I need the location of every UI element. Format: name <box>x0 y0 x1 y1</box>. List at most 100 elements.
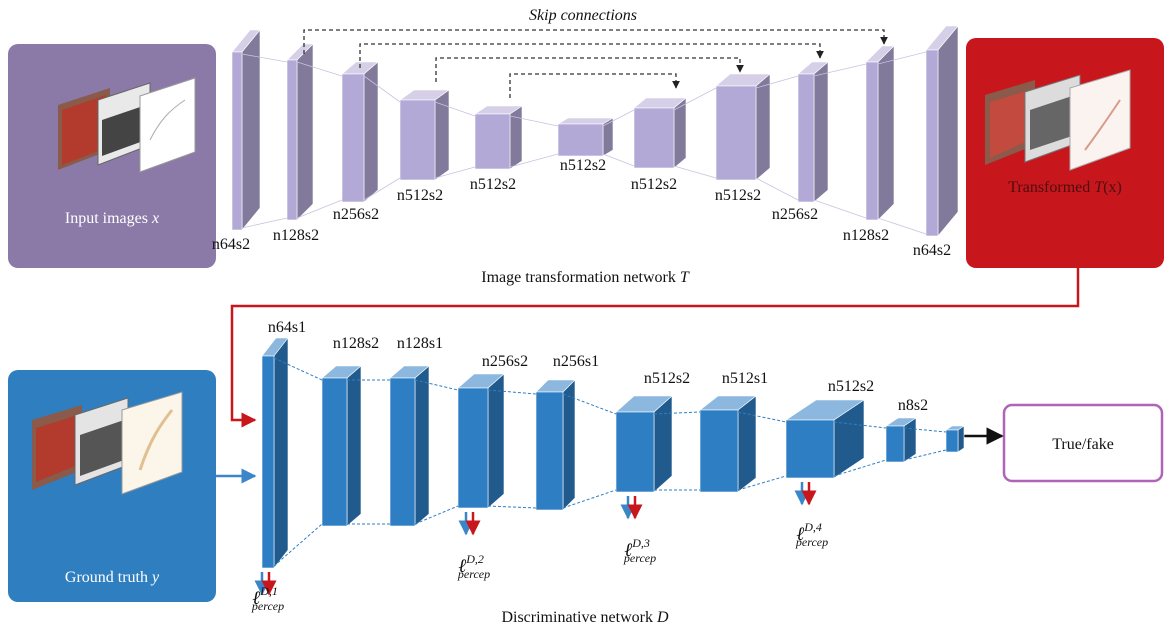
discriminator-edge-bottom-9 <box>903 449 947 461</box>
generator-edge-top-4 <box>434 101 476 117</box>
generator-layer-label-5: n512s2 <box>470 176 516 193</box>
generator-network: n64s2 n128s2 n256s2 n512s2 n512s2 n512s2 n512s… <box>212 25 959 259</box>
skip-connections-title: Skip connections <box>529 7 637 24</box>
generator-layer-7 <box>633 97 687 169</box>
discriminator-edge-top-6 <box>653 411 701 415</box>
generator-edge-bottom-5 <box>509 153 559 168</box>
input-images-label: Input images x <box>65 210 159 227</box>
generator-edge-top-3 <box>363 75 401 103</box>
output-box-border <box>1002 403 1164 483</box>
transformed-label: Transformed T(x) <box>1008 179 1122 196</box>
discriminator-layer-label-5: n256s1 <box>553 353 599 370</box>
discriminator-layer-6 <box>615 395 673 493</box>
input-image-thumbnails <box>58 77 196 173</box>
input-images-box: Input images x <box>8 44 216 268</box>
generator-layer-5 <box>474 105 523 170</box>
discriminator-edge-top-9 <box>903 427 947 433</box>
discriminator-layer-label-1: n64s1 <box>268 319 306 336</box>
generator-layer-label-9: n256s2 <box>772 206 818 223</box>
discriminator-layer-3 <box>389 365 430 527</box>
skip-connection-1 <box>303 29 888 54</box>
output-label: True/fake <box>1052 436 1114 453</box>
generator-edge-bottom-2 <box>296 199 343 219</box>
generator-layer-10 <box>865 45 895 221</box>
generator-edge-bottom-6 <box>602 153 635 167</box>
discriminator-layer-label-6: n512s2 <box>644 370 690 387</box>
generator-edge-top-6 <box>602 109 635 127</box>
discriminator-layer-7 <box>699 395 757 493</box>
generator-layer-1 <box>231 29 261 231</box>
transformed-image-thumbnails <box>985 69 1131 171</box>
generator-edge-bottom-9 <box>813 199 867 219</box>
discriminator-edge-top-8 <box>833 421 887 429</box>
generator-caption: Image transformation network T <box>481 269 690 286</box>
generator-edge-top-2 <box>296 61 343 77</box>
ground-truth-label: Ground truth y <box>65 569 160 586</box>
output-box: True/fake <box>1002 403 1164 483</box>
discriminator-edge-bottom-7 <box>737 475 787 491</box>
generator-edge-top-1 <box>241 53 288 63</box>
discriminator-layer-5 <box>535 379 576 511</box>
discriminator-layer-label-3: n128s1 <box>397 335 443 352</box>
generator-edge-bottom-8 <box>755 177 799 201</box>
generator-layer-11 <box>925 25 959 237</box>
generator-layer-4 <box>399 89 450 181</box>
discriminator-layer-label-8: n512s2 <box>828 378 874 395</box>
ground-truth-image-thumbnails <box>32 391 183 495</box>
generator-edge-bottom-3 <box>363 177 401 201</box>
generator-layer-label-6: n512s2 <box>560 157 606 174</box>
generator-edge-top-8 <box>755 75 799 89</box>
skip-connections <box>303 29 888 98</box>
skip-connection-3 <box>435 57 744 82</box>
generator-edge-bottom-7 <box>673 165 717 179</box>
discriminator-edge-top-4 <box>487 389 537 395</box>
discriminator-edge-bottom-8 <box>833 459 887 477</box>
discriminator-layer-1 <box>261 337 289 569</box>
generator-layer-9 <box>797 61 829 203</box>
generator-layer-6 <box>556 117 615 157</box>
generator-edge-top-9 <box>813 63 867 77</box>
generator-layer-label-3: n256s2 <box>333 206 379 223</box>
generator-edge-bottom-10 <box>877 217 927 235</box>
discriminator-caption: Discriminative network D <box>501 609 669 626</box>
generator-layer-label-11: n64s2 <box>913 242 951 259</box>
discriminator-edge-top-3 <box>414 379 459 391</box>
generator-edge-top-5 <box>509 115 559 127</box>
skip-connection-4 <box>509 73 680 98</box>
generator-layer-label-7: n512s2 <box>631 176 677 193</box>
generator-edge-bottom-1 <box>241 217 288 229</box>
discriminator-layer-label-7: n512s1 <box>722 370 768 387</box>
generator-edge-top-7 <box>673 87 717 111</box>
generator-layer-label-8: n512s2 <box>715 187 761 204</box>
generator-layer-label-1: n64s2 <box>212 236 250 253</box>
generator-layer-2 <box>286 43 314 221</box>
discriminator-network: n64s1 n128s2 n128s1 n256s2 n256s1 n512s2 n512s… <box>251 319 965 613</box>
generator-edge-bottom-4 <box>434 166 476 179</box>
discriminator-edge-top-1 <box>273 357 323 381</box>
discriminator-layer-label-9: n8s2 <box>898 397 928 414</box>
discriminator-edge-bottom-1 <box>273 523 323 567</box>
discriminator-edge-top-5 <box>562 393 617 415</box>
discriminator-layer-label-4: n256s2 <box>482 353 528 370</box>
discriminator-output-unit <box>945 425 965 453</box>
discriminator-layer-2 <box>321 365 362 527</box>
generator-edge-top-10 <box>877 51 927 65</box>
transformed-box: Transformed T(x) <box>966 38 1164 268</box>
discriminator-edge-bottom-5 <box>562 489 617 509</box>
discriminator-layer-4 <box>457 373 505 509</box>
discriminator-layer-label-2: n128s2 <box>333 335 379 352</box>
generator-layer-label-4: n512s2 <box>397 187 443 204</box>
ground-truth-box: Ground truth y <box>8 370 216 602</box>
discriminator-edge-bottom-4 <box>487 505 537 509</box>
generator-layer-label-2: n128s2 <box>273 227 319 244</box>
